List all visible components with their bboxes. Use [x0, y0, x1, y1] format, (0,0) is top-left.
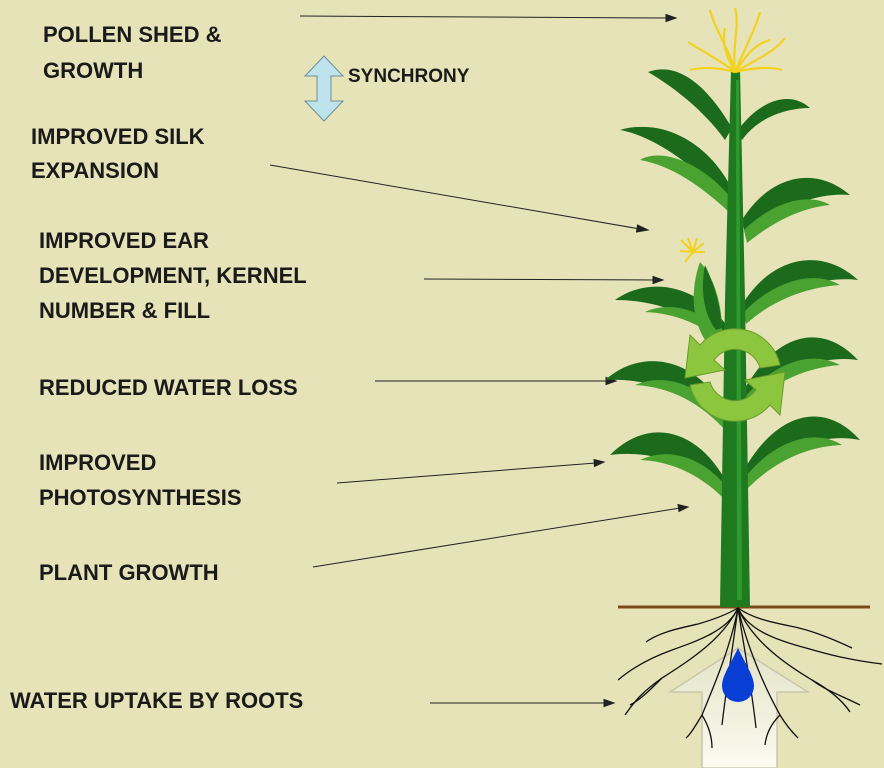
label-growth: GROWTH — [43, 56, 143, 86]
label-plant-growth: PLANT GROWTH — [39, 558, 219, 588]
arrow-ear — [424, 279, 655, 280]
ear — [680, 238, 722, 340]
tassel — [688, 8, 785, 72]
label-improved-silk: IMPROVED SILK — [31, 122, 205, 152]
label-water-uptake: WATER UPTAKE BY ROOTS — [10, 686, 303, 716]
arrow-silk — [270, 165, 640, 229]
leader-arrows — [270, 15, 688, 707]
label-number-fill: NUMBER & FILL — [39, 296, 210, 326]
label-improved: IMPROVED — [39, 448, 156, 478]
arrow-pollen — [300, 16, 668, 18]
label-reduced-water-loss: REDUCED WATER LOSS — [39, 373, 298, 403]
label-photosynthesis: PHOTOSYNTHESIS — [39, 483, 242, 513]
double-arrow-icon — [305, 56, 343, 121]
arrow-plant-growth — [313, 508, 680, 567]
label-pollen-shed: POLLEN SHED & — [43, 20, 221, 50]
label-synchrony: SYNCHRONY — [348, 62, 469, 92]
label-improved-ear: IMPROVED EAR — [39, 226, 209, 256]
label-expansion: EXPANSION — [31, 156, 159, 186]
label-development-kernel: DEVELOPMENT, KERNEL — [39, 261, 307, 291]
arrow-photosynthesis — [337, 463, 596, 483]
